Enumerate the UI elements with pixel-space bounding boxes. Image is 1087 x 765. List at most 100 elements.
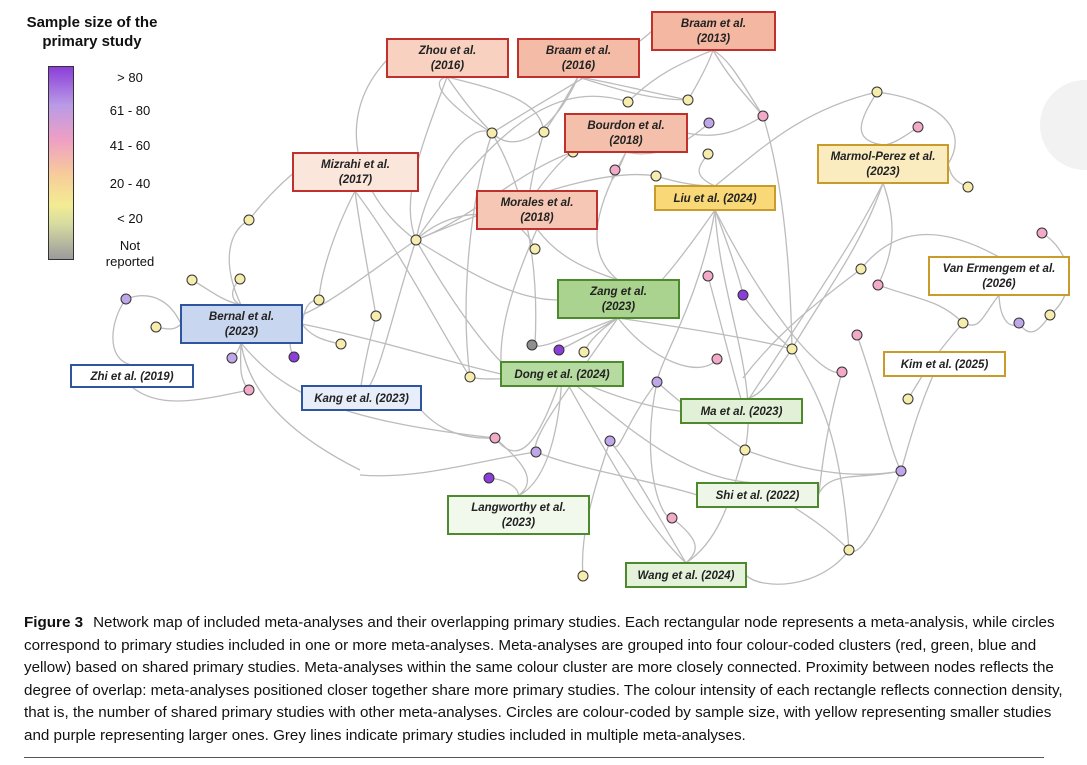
meta-analysis-box <box>476 190 598 230</box>
shared-study-edge <box>446 76 545 133</box>
shared-study-edge <box>561 373 687 564</box>
legend-label-41-60: 41 - 60 <box>109 138 151 153</box>
legend-label-under-20: < 20 <box>117 211 143 226</box>
shared-study-edge <box>354 190 471 378</box>
shared-study-edge <box>438 76 493 134</box>
shared-study-edge <box>609 440 687 564</box>
meta-analysis-box <box>292 152 419 192</box>
shared-study-edge <box>561 373 758 484</box>
meta-analysis-box <box>817 144 949 184</box>
meta-analysis-label: Braam et al.(2016) <box>546 45 611 72</box>
caption-label: Figure 3 <box>24 614 84 631</box>
meta-analysis-node: Zhi et al. (2019) <box>70 364 194 388</box>
meta-analysis-label: Kim et al. (2025) <box>901 359 989 371</box>
shared-study-edge <box>860 233 1000 270</box>
primary-study-node <box>1044 309 1056 321</box>
shared-study-edge <box>762 115 793 350</box>
primary-study-node <box>666 512 678 524</box>
shared-study-edge <box>228 219 250 306</box>
primary-study-node <box>530 446 542 458</box>
shared-study-edge <box>745 549 850 585</box>
meta-analysis-box <box>696 482 819 508</box>
shared-study-edge <box>318 190 356 301</box>
shared-study-edge <box>500 228 538 363</box>
meta-analysis-node: Ma et al. (2023) <box>680 398 803 424</box>
primary-study-node <box>410 234 422 246</box>
meta-analysis-node: Langworthy et al.(2023) <box>447 495 590 535</box>
primary-study-node <box>739 444 751 456</box>
primary-study-node <box>871 86 883 98</box>
meta-analysis-box <box>654 185 776 211</box>
meta-analysis-box <box>625 562 747 588</box>
meta-analysis-label: Dong et al. (2024) <box>514 369 609 381</box>
primary-study-node <box>526 339 538 351</box>
meta-analysis-box <box>180 304 303 344</box>
shared-study-edge <box>112 298 133 366</box>
meta-analysis-box <box>386 38 509 78</box>
shared-study-edge <box>494 437 529 497</box>
primary-study-node <box>855 263 867 275</box>
shared-study-edge <box>354 190 377 317</box>
primary-study-node <box>538 126 550 138</box>
primary-study-node <box>711 353 723 365</box>
shared-study-edge <box>712 49 764 117</box>
shared-study-edge <box>860 91 884 146</box>
primary-study-node <box>702 270 714 282</box>
shared-study-edge <box>962 294 1000 326</box>
primary-study-node <box>1013 317 1025 329</box>
primary-study-node <box>737 289 749 301</box>
meta-analysis-node: Bernal et al.(2023) <box>180 304 303 344</box>
primary-study-node <box>243 214 255 226</box>
shared-study-edge <box>301 323 342 345</box>
shared-study-edge <box>360 315 377 387</box>
shared-study-edge <box>535 451 698 496</box>
meta-analysis-label: Van Ermengem et al.(2026) <box>943 263 1056 290</box>
meta-analysis-label: Bourdon et al.(2018) <box>587 120 664 147</box>
primary-study-node <box>243 384 255 396</box>
primary-study-node <box>786 343 798 355</box>
meta-analysis-label: Zhi et al. (2019) <box>89 371 173 383</box>
primary-study-node <box>651 376 663 388</box>
legend-label-20-40: 20 - 40 <box>109 176 151 191</box>
meta-analysis-box <box>500 361 624 387</box>
meta-analysis-label: Zang et al.(2023) <box>589 286 647 313</box>
shared-study-edge <box>359 451 537 477</box>
shared-study-edge <box>627 49 714 103</box>
legend-label-61-80: 61 - 80 <box>109 103 151 118</box>
meta-analysis-box <box>447 495 590 535</box>
primary-study-node <box>529 243 541 255</box>
meta-analysis-box <box>564 113 688 153</box>
primary-study-node <box>1036 227 1048 239</box>
meta-analysis-node: Kim et al. (2025) <box>883 351 1006 377</box>
meta-analysis-node: Van Ermengem et al.(2026) <box>928 256 1070 296</box>
primary-study-node <box>120 293 132 305</box>
meta-analysis-node: Kang et al. (2023) <box>301 385 422 411</box>
meta-analysis-box <box>557 279 680 319</box>
meta-analysis-label: Morales et al.(2018) <box>501 197 574 224</box>
shared-study-edge <box>577 76 689 101</box>
shared-study-edge <box>671 517 696 564</box>
shared-study-edge <box>301 323 502 375</box>
meta-analysis-box <box>680 398 803 424</box>
shared-study-edge <box>714 209 843 374</box>
primary-study-node <box>489 432 501 444</box>
meta-analysis-node: Shi et al. (2022) <box>696 482 819 508</box>
primary-study-node <box>335 338 347 350</box>
shared-study-edge <box>656 209 716 383</box>
meta-analysis-label: Kang et al. (2023) <box>314 393 409 405</box>
primary-study-node <box>483 472 495 484</box>
shared-study-edge <box>712 49 764 117</box>
shared-study-edge <box>491 132 537 346</box>
meta-analysis-label: Braam et al.(2013) <box>681 18 746 45</box>
primary-study-node <box>226 352 238 364</box>
primary-study-node <box>609 164 621 176</box>
primary-study-node <box>313 294 325 306</box>
meta-analysis-node: Mizrahi et al.(2017) <box>292 152 419 192</box>
meta-analysis-label: Mizrahi et al.(2017) <box>321 159 390 186</box>
meta-analysis-node: Zhou et al.(2016) <box>386 38 509 78</box>
shared-study-edge <box>517 373 563 497</box>
primary-study-node <box>895 465 907 477</box>
meta-analysis-label: Bernal et al.(2023) <box>209 311 274 338</box>
shared-study-edge <box>877 284 964 324</box>
